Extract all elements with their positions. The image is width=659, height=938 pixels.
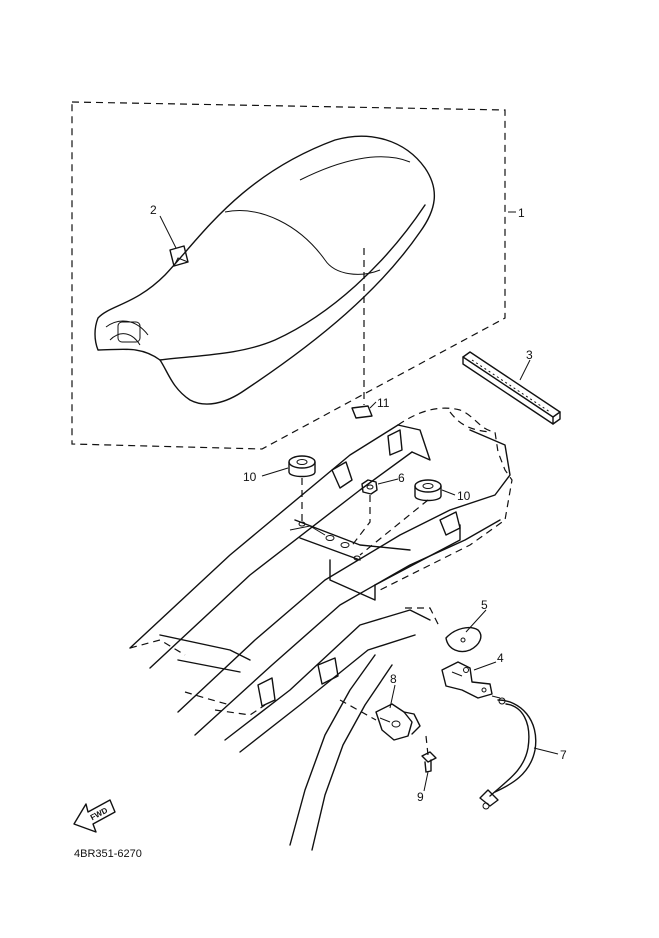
key-cylinder bbox=[375, 703, 421, 741]
seat-rubber-block bbox=[351, 405, 373, 419]
grommet-right bbox=[414, 479, 442, 502]
rear-frame bbox=[129, 424, 511, 851]
callout-8: 8 bbox=[390, 672, 397, 686]
callout-2: 2 bbox=[150, 203, 157, 217]
callout-9: 9 bbox=[417, 790, 424, 804]
callout-7: 7 bbox=[560, 748, 567, 762]
callout-5: 5 bbox=[481, 598, 488, 612]
callout-3: 3 bbox=[526, 348, 533, 362]
cover-plate bbox=[445, 626, 482, 653]
callout-6: 6 bbox=[398, 471, 405, 485]
forward-arrow-icon: FWD bbox=[73, 799, 116, 833]
seat bbox=[94, 135, 436, 405]
seat-lock-cable bbox=[479, 695, 537, 810]
seat-assembly-boundary bbox=[71, 101, 506, 450]
seat-lock-bracket bbox=[441, 661, 493, 699]
callout-10-left: 10 bbox=[243, 470, 257, 484]
rear-fender-outline bbox=[379, 407, 513, 591]
seat-bar bbox=[462, 351, 561, 425]
callout-4: 4 bbox=[497, 651, 504, 665]
seat-clip bbox=[169, 245, 189, 267]
callout-11: 11 bbox=[377, 396, 390, 410]
drawing-code: 4BR351-6270 bbox=[74, 848, 142, 860]
nut bbox=[361, 479, 378, 495]
screw bbox=[421, 751, 437, 773]
callout-10-right: 10 bbox=[457, 489, 471, 503]
callout-1: 1 bbox=[518, 206, 525, 220]
fwd-label: FWD bbox=[89, 806, 110, 823]
grommet-left bbox=[288, 455, 316, 478]
